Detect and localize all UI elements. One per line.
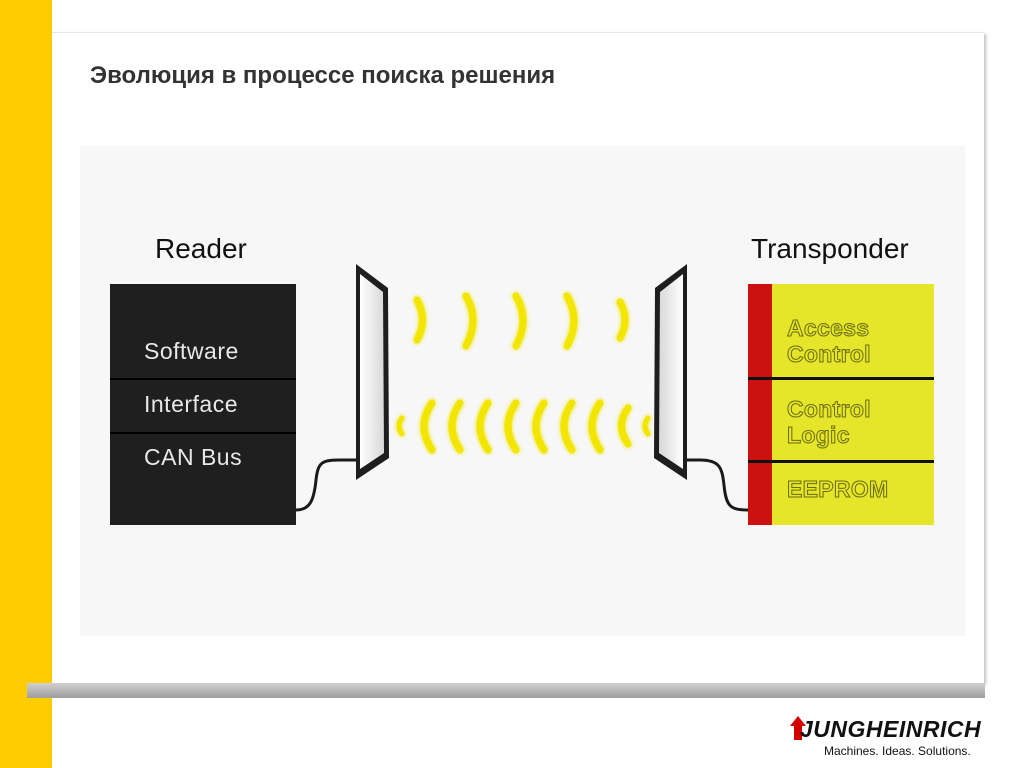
reader-row-label: CAN Bus (144, 444, 243, 470)
transponder-row-line: Logic (787, 422, 851, 449)
reader-cable (295, 458, 362, 512)
transponder-row-line: Control (787, 341, 872, 368)
transponder-cable (666, 458, 749, 512)
transponder-row-control-logic: Control Logic (787, 396, 872, 449)
reader-title: Reader (155, 233, 247, 264)
footer-bar (27, 683, 985, 698)
logo-tagline: Machines. Ideas. Solutions. (824, 744, 971, 758)
right-antenna-icon (654, 264, 687, 480)
reader-divider (110, 432, 296, 434)
left-antenna-icon (356, 264, 389, 480)
reader-block: Software Interface CAN Bus (110, 284, 296, 525)
logo-name: JUNGHEINRICH (800, 716, 982, 742)
transponder-title: Transponder (751, 233, 909, 264)
signal-upper-icon (413, 292, 629, 350)
reader-divider (110, 378, 296, 380)
reader-row-label: Software (144, 338, 239, 364)
transponder-divider (748, 377, 934, 380)
page-title: Эволюция в процессе поиска решения (90, 62, 556, 89)
transponder-row-eeprom: EEPROM (786, 476, 889, 503)
transponder-row-line: EEPROM (786, 476, 889, 503)
transponder-edge (748, 284, 772, 525)
reader-row-label: Interface (144, 391, 238, 417)
jungheinrich-logo: JUNGHEINRICH Machines. Ideas. Solutions. (790, 716, 985, 764)
logo-arrow-icon (790, 716, 806, 740)
accent-sidebar (0, 0, 52, 768)
signal-lower-icon (396, 399, 651, 454)
transponder-divider (748, 460, 934, 463)
transponder-row-line: Control (787, 396, 872, 423)
transponder-row-line: Access (787, 315, 870, 342)
transponder-block (772, 284, 934, 525)
transponder-row-access-control: Access Control (787, 315, 872, 368)
